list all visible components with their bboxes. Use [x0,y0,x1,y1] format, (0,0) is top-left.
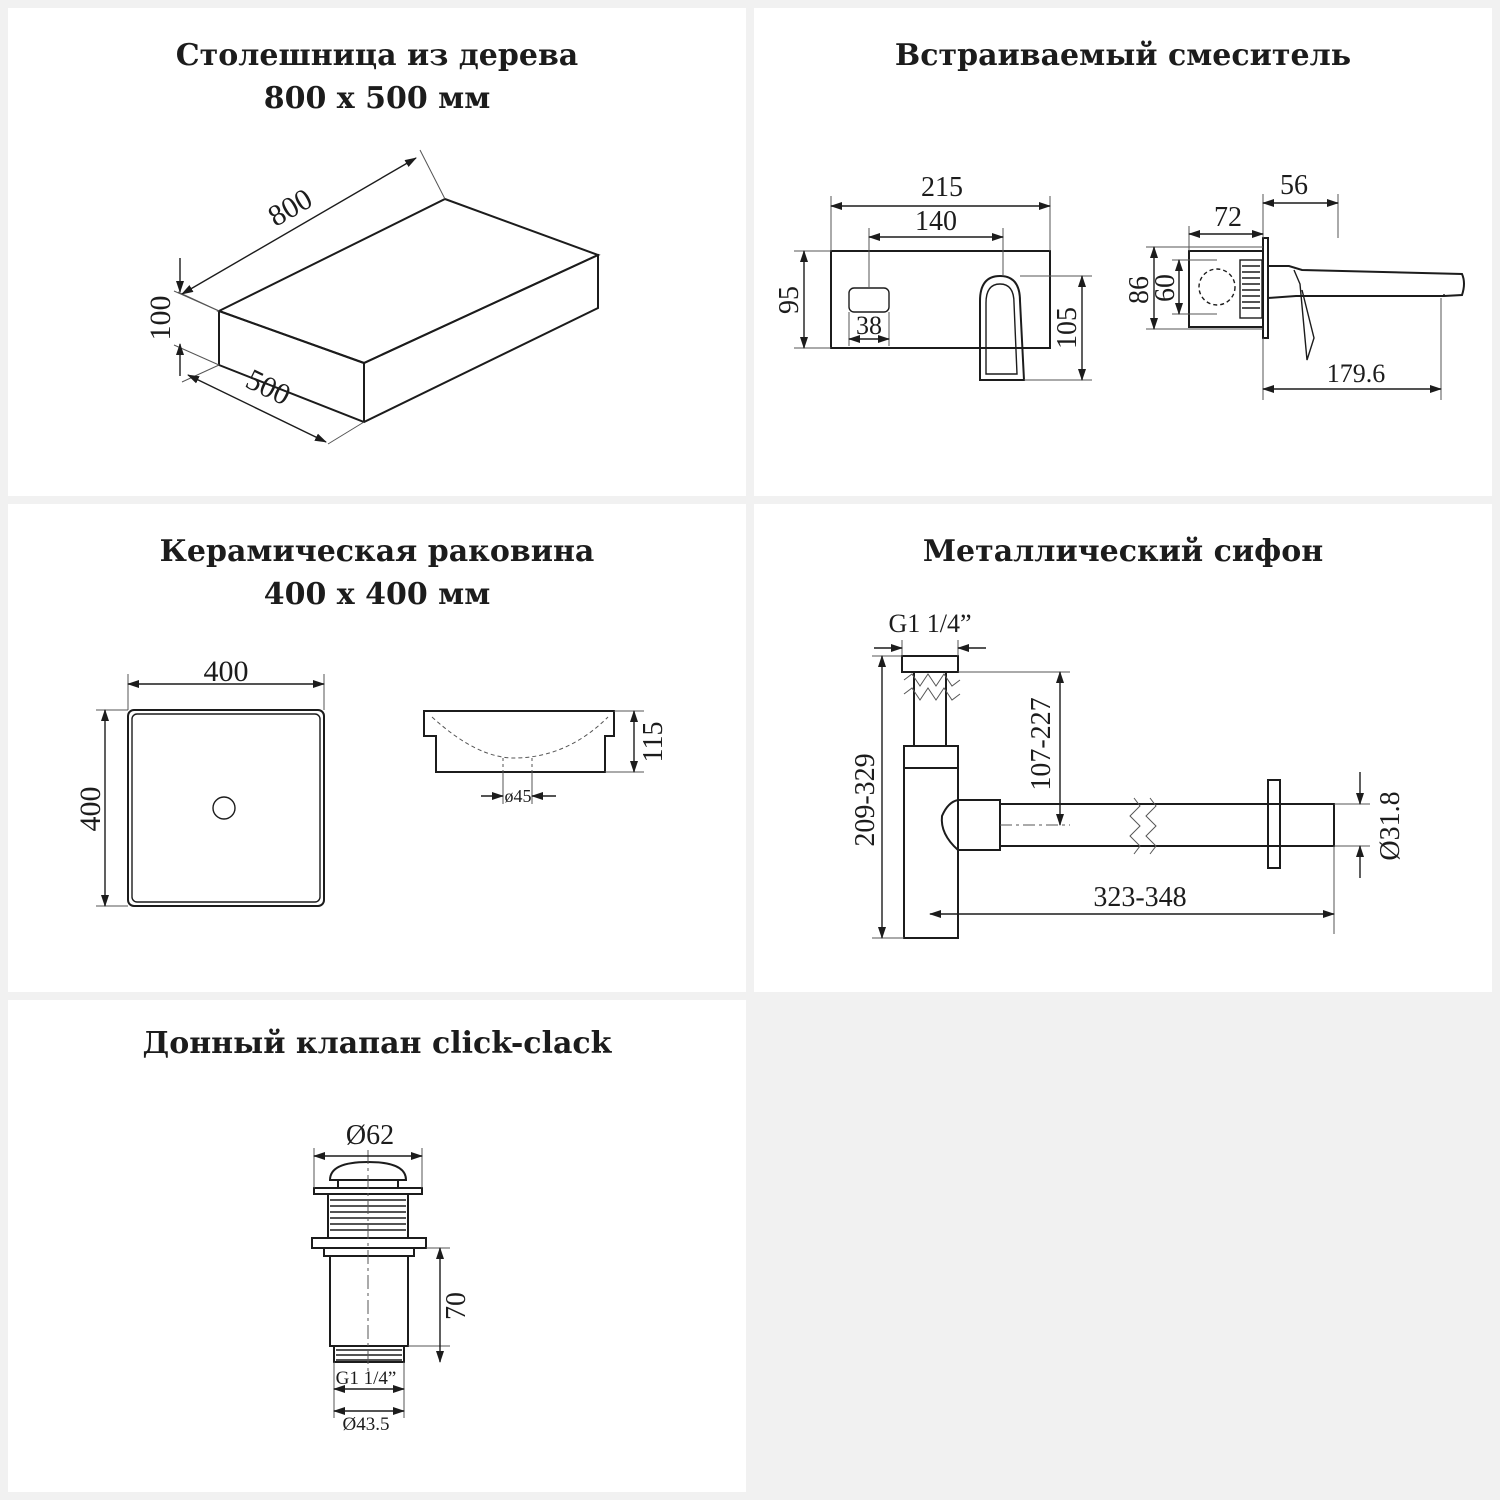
basin-drawing: 400 400 115 ø45 [74,655,669,907]
countertop-dim-length: 800 [263,182,318,233]
mixer-dim-140: 140 [868,206,1004,288]
panel-siphon: Металлический сифон G1 1/4” 209-329 [754,504,1492,992]
siphon-dim-thread: G1 1/4” [874,609,986,656]
siphon-dim-length-label: 323-348 [1093,882,1186,913]
valve-body [311,1150,427,1372]
mixer-title: Встраиваемый смеситель [754,34,1492,77]
valve-dim-bottom-label: Ø43.5 [343,1414,390,1435]
mixer-dim-body-outer: 86 [1124,276,1155,304]
mixer-dim-215: 215 [830,172,1051,251]
mixer-side-view [1188,237,1465,361]
siphon-drawing: G1 1/4” 209-329 107-227 Ø31.8 323-348 [850,609,1406,939]
mixer-dim-spacing: 140 [915,206,957,237]
valve-title: Донный клапан click-clack [8,1022,746,1065]
valve-dim-bottom: Ø43.5 [333,1407,405,1435]
siphon-dim-outlet: Ø31.8 [1334,772,1406,878]
valve-drawing: Ø62 70 G1 1/4” Ø43.5 [311,1120,472,1435]
valve-dim-cap-label: Ø62 [346,1120,394,1151]
valve-title-text: Донный клапан click-clack [142,1026,612,1061]
mixer-dim-spout-length: 179.6 [1327,359,1386,388]
panel-mixer: Встраиваемый смеситель 215 140 95 [754,8,1492,496]
basin-title-line1: Керамическая раковина [159,534,595,569]
panel-valve: Донный клапан click-clack Ø62 70 [8,1000,746,1492]
basin-dim-width: 400 [204,655,249,688]
basin-dim-115: 115 [605,710,669,773]
panel-basin: Керамическая раковина 400 x 400 мм 400 4… [8,504,746,992]
basin-title-line2: 400 x 400 мм [263,577,491,612]
mixer-dim-depth-total: 72 [1214,202,1242,233]
siphon-title-text: Металлический сифон [922,534,1324,569]
valve-dim-height-label: 70 [441,1292,472,1320]
valve-dim-cap: Ø62 [313,1120,423,1188]
countertop-drawing: 800 100 500 [144,149,601,445]
countertop-dim-100: 100 [144,258,220,376]
countertop-title: Столешница из дерева 800 x 500 мм [8,34,746,120]
basin-dim-400-width: 400 [127,655,325,710]
mixer-drawing: 215 140 95 38 105 [774,170,1465,400]
mixer-dim-179: 179.6 [1262,298,1442,400]
siphon-title: Металлический сифон [754,530,1492,573]
valve-dim-height: 70 [408,1247,472,1363]
mixer-dim-86-60: 86 60 [1124,246,1263,330]
basin-dim-drain-label: ø45 [505,786,532,806]
mixer-dim-95: 95 [774,250,831,349]
mixer-dim-body-inner: 60 [1150,274,1181,302]
siphon-dim-total-height: 209-329 [850,753,881,846]
siphon-dim-outlet-label: Ø31.8 [1375,791,1406,860]
valve-dim-thread: G1 1/4” [333,1362,405,1418]
siphon-dim-adjust: 107-227 [958,671,1070,826]
mixer-dim-button: 38 [856,311,882,340]
panel-countertop: Столешница из дерева 800 x 500 мм 800 10… [8,8,746,496]
basin-dim-drain: ø45 [481,772,556,806]
valve-dim-thread-label: G1 1/4” [336,1368,397,1389]
siphon-dim-length: 323-348 [929,846,1335,934]
countertop-dim-height: 100 [144,296,177,341]
countertop-title-line1: Столешница из дерева [175,38,579,73]
mixer-dim-72: 72 [1188,202,1264,251]
basin-title: Керамическая раковина 400 x 400 мм [8,530,746,616]
siphon-dim-total: 209-329 [850,655,904,939]
siphon-dim-thread-label: G1 1/4” [888,609,971,638]
basin-dim-length: 400 [74,787,107,832]
basin-top-view [127,709,325,907]
mixer-dim-width: 215 [921,172,963,203]
mixer-dim-56: 56 [1262,170,1339,238]
mixer-dim-spout-height: 105 [1052,307,1083,349]
mixer-front-view [830,250,1051,381]
mixer-dim-plate-height: 95 [774,286,805,314]
basin-dim-400-length: 400 [74,709,128,907]
mixer-dim-38: 38 [848,311,890,346]
countertop-title-line2: 800 x 500 мм [263,81,491,116]
mixer-dim-105: 105 [1020,275,1092,381]
basin-side-view [423,710,615,773]
basin-dim-height: 115 [638,722,669,763]
siphon-dim-adjust-height: 107-227 [1026,697,1057,790]
mixer-dim-depth-plate: 56 [1280,170,1308,201]
mixer-title-text: Встраиваемый смеситель [894,38,1352,73]
